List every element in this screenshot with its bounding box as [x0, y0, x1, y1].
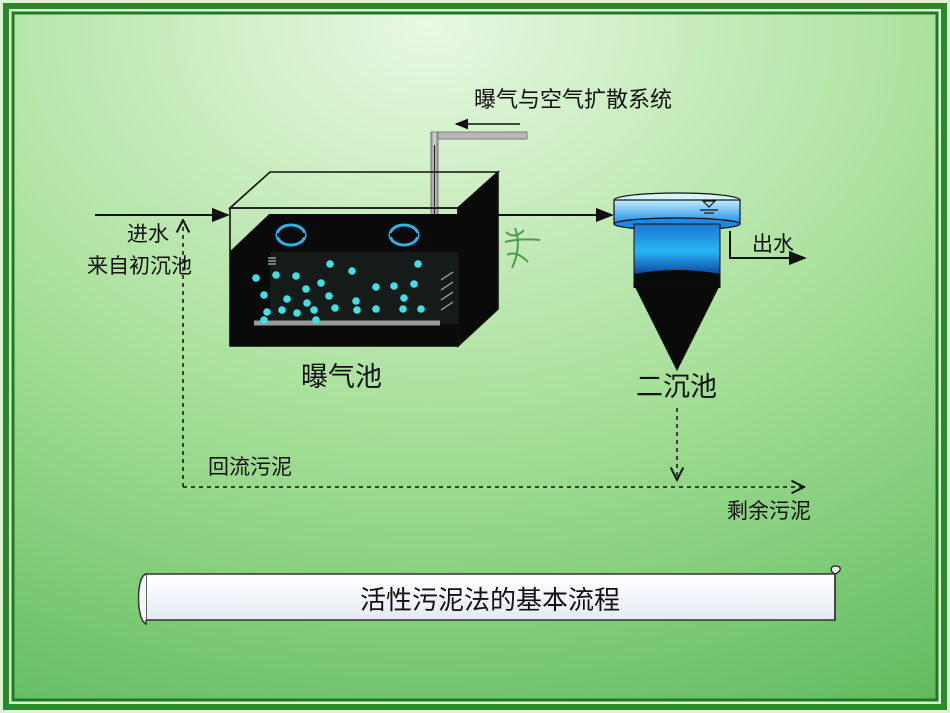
title-banner — [137, 565, 841, 626]
air-bubble — [278, 306, 286, 314]
secondary-clarifier-label: 二沉池 — [636, 372, 717, 403]
hatch-marks — [440, 271, 454, 311]
air-bubble — [303, 299, 311, 307]
air-bubble — [352, 297, 360, 305]
air-bubble — [410, 280, 418, 288]
air-bubble — [310, 306, 318, 314]
air-bubble — [263, 308, 271, 316]
air-bubble — [417, 305, 425, 313]
air-bubble — [331, 304, 339, 312]
tank-level-icon — [268, 257, 276, 265]
air-pipe-horizontal — [430, 131, 528, 140]
mixer-right-icon — [388, 223, 420, 247]
banner-title: 活性污泥法的基本流程 — [360, 586, 620, 616]
water-level-icon — [700, 200, 718, 214]
fern-decoration — [504, 227, 541, 269]
air-bubble — [348, 267, 356, 275]
air-bubble — [353, 306, 361, 314]
air-bubble — [272, 271, 280, 279]
air-bubble — [414, 260, 422, 268]
aeration-tank — [227, 170, 501, 348]
aeration-tank-label: 曝气池 — [301, 362, 382, 393]
air-bubble — [372, 283, 380, 291]
secondary-clarifier — [613, 192, 741, 372]
return-sludge-label: 回流污泥 — [208, 455, 292, 479]
air-bubble — [317, 279, 325, 287]
air-bubble — [252, 274, 260, 282]
outflow-label: 出水 — [752, 232, 794, 256]
air-bubble — [399, 305, 407, 313]
outflow-arrow — [729, 231, 807, 266]
air-bubble — [260, 316, 268, 324]
inflow-label: 进水 — [127, 222, 169, 246]
air-bubble — [302, 285, 310, 293]
mixer-left-icon — [275, 223, 307, 247]
air-bubble — [283, 295, 291, 303]
air-bubble — [326, 260, 334, 268]
air-bubble — [325, 292, 333, 300]
outer-frame — [3, 3, 947, 710]
aeration-system-label: 曝气与空气扩散系统 — [474, 88, 672, 113]
air-bubble — [312, 316, 320, 324]
air-bubble — [260, 291, 268, 299]
excess-sludge-label: 剩余污泥 — [727, 499, 811, 523]
air-bubble — [372, 305, 380, 313]
air-bubble — [390, 282, 398, 290]
from-primary-label: 来自初沉池 — [87, 254, 192, 278]
air-bubble — [292, 272, 300, 280]
air-bubble — [400, 294, 408, 302]
air-bubble — [293, 309, 301, 317]
air-bubbles — [252, 260, 425, 324]
